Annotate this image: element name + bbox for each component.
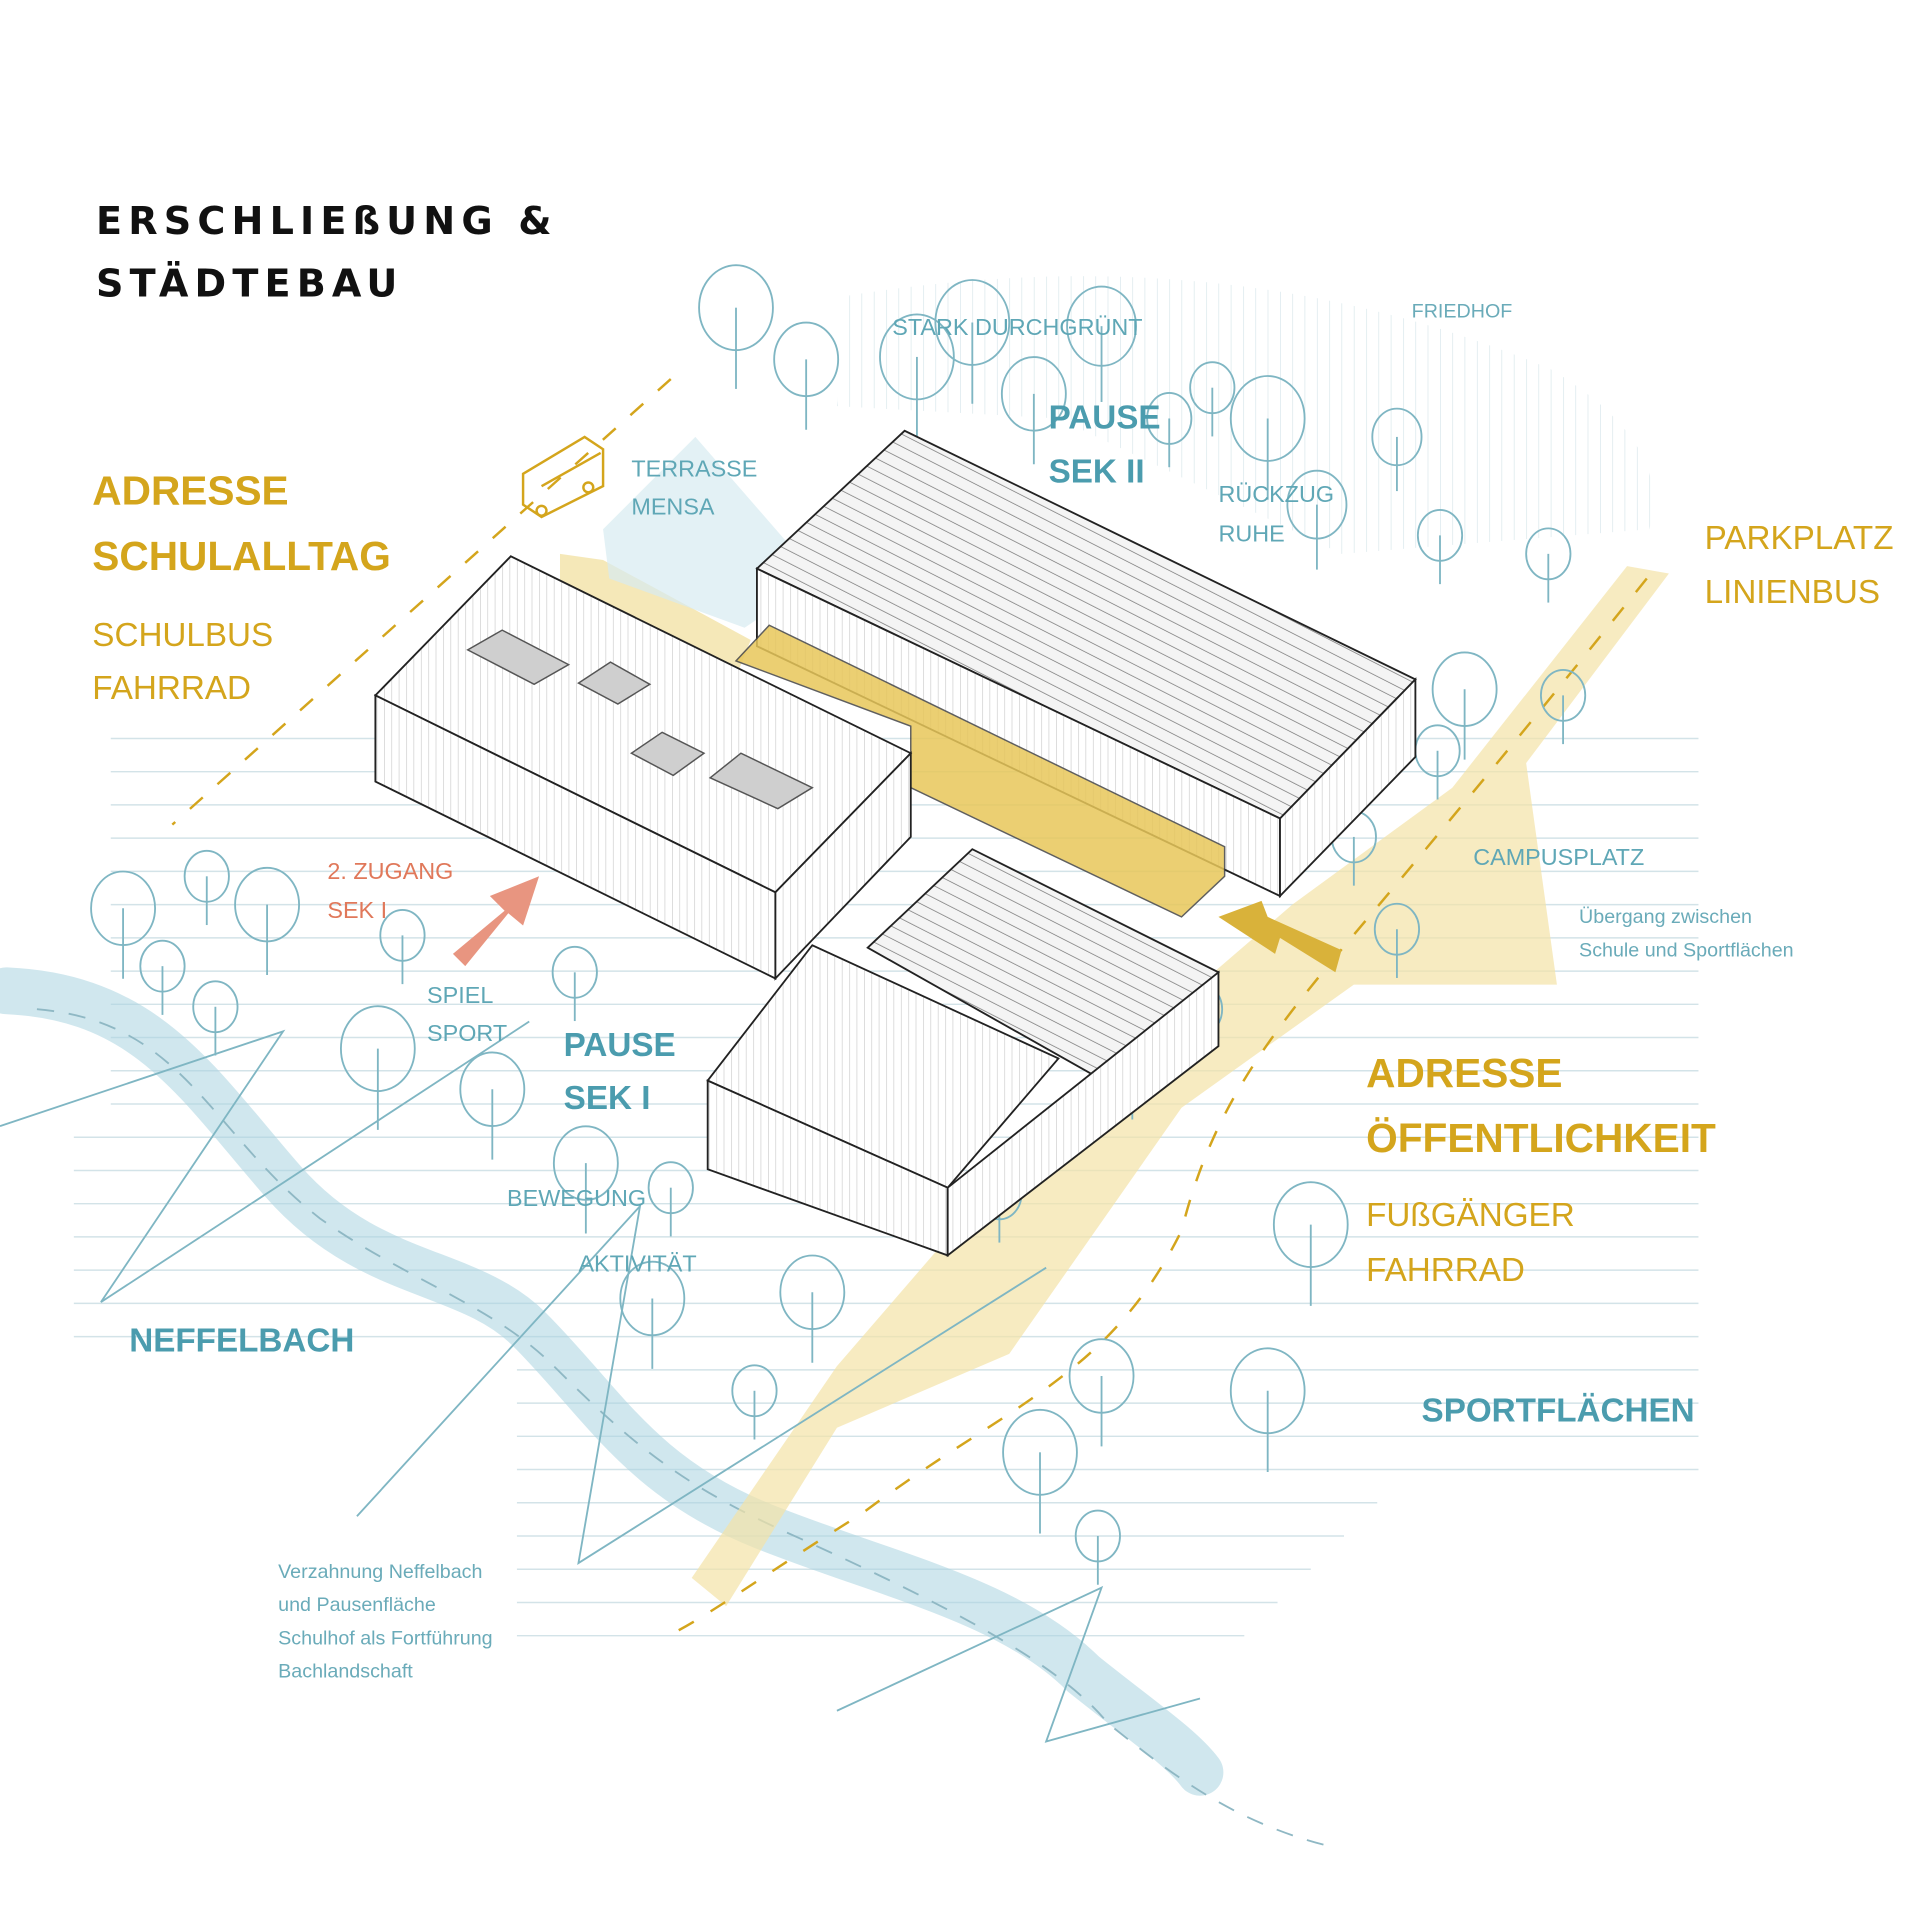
schulbus-route	[171, 378, 672, 826]
tree-icon	[934, 279, 1011, 404]
school-address-band	[560, 553, 751, 671]
label-pause-sek2: PAUSE	[1049, 399, 1161, 436]
label-verzahnung-2: und Pausenfläche	[278, 1594, 436, 1616]
tree-icon	[1074, 1509, 1121, 1585]
tree-icon	[647, 1161, 694, 1237]
label-adresse-oeffentlichkeit: ADRESSE	[1366, 1050, 1562, 1096]
tree-icon	[773, 321, 840, 430]
tree-icon	[183, 849, 230, 926]
tree-icon	[698, 264, 774, 389]
label-rueckzug: RÜCKZUG	[1218, 481, 1334, 507]
label-ruhe: RUHE	[1218, 521, 1284, 547]
label-uebergang: Übergang zwischen	[1579, 906, 1752, 928]
tree-icon	[551, 945, 598, 1022]
tree-icon	[1068, 1338, 1135, 1447]
label-adresse-oeffentlichkeit-2: ÖFFENTLICHKEIT	[1366, 1115, 1716, 1161]
label-friedhof: FRIEDHOF	[1412, 301, 1513, 323]
tree-icon	[1066, 285, 1137, 402]
bus-icon	[521, 435, 605, 519]
arrow-icon	[452, 876, 540, 967]
label-pause-sek1: PAUSE	[564, 1027, 676, 1064]
river-dashed-line	[36, 1008, 1330, 1848]
tree-icon	[340, 1005, 416, 1130]
neffelbach-river	[0, 967, 1224, 1796]
label-bewegung: BEWEGUNG	[507, 1185, 646, 1211]
tree-icon	[1286, 469, 1348, 570]
tree-icon	[731, 1364, 778, 1440]
label-adresse-schulalltag: ADRESSE	[92, 468, 288, 514]
tree-icon	[779, 1254, 846, 1363]
label-verzahnung: Verzahnung Neffelbach	[278, 1561, 482, 1583]
public-route	[670, 577, 1648, 1636]
tree-icon	[90, 870, 156, 979]
tree-icon	[619, 1260, 686, 1369]
building-left	[373, 555, 913, 981]
label-terrasse: TERRASSE	[631, 455, 757, 481]
friedhof-grid-area	[836, 276, 1654, 554]
tree-icon	[234, 866, 300, 976]
tree-icon	[1229, 1347, 1306, 1472]
label-zugang-sek1: SEK I	[327, 897, 387, 923]
label-aktivitaet: AKTIVITÄT	[578, 1250, 696, 1276]
label-zugang: 2. ZUGANG	[327, 858, 453, 884]
page-title: ERSCHLIEßUNG &	[96, 199, 558, 243]
tree-icon	[552, 1125, 619, 1234]
tree-icon	[459, 1051, 526, 1160]
tree-icon	[379, 908, 426, 985]
label-neffelbach: NEFFELBACH	[129, 1322, 354, 1359]
label-fahrrad: FAHRRAD	[92, 670, 251, 707]
tree-icon	[1431, 651, 1498, 760]
label-uebergang-2: Schule und Sportflächen	[1579, 939, 1794, 961]
tree-icon	[1525, 527, 1572, 603]
tree-icon	[139, 939, 186, 1015]
label-campusplatz: CAMPUSPLATZ	[1473, 844, 1644, 870]
label-linienbus: LINIENBUS	[1705, 574, 1880, 611]
label-stark-durchgruent: STARK DURCHGRÜNT	[892, 314, 1142, 340]
label-sportflaechen: SPORTFLÄCHEN	[1422, 1393, 1695, 1430]
page-title-line2: STÄDTEBAU	[96, 262, 404, 306]
tree-icon	[1272, 1181, 1349, 1306]
label-schulbus: SCHULBUS	[92, 617, 273, 654]
tree-icon	[1229, 375, 1306, 500]
public-address-band	[691, 566, 1669, 1607]
label-sport: SPORT	[427, 1020, 507, 1046]
tree-icon	[1416, 508, 1464, 585]
tree-icon	[1373, 902, 1420, 978]
tree-icon	[1002, 1408, 1078, 1534]
label-verzahnung-4: Bachlandschaft	[278, 1661, 413, 1683]
label-pause-sek2-2: SEK II	[1049, 453, 1145, 490]
arrow-icon	[1218, 900, 1342, 973]
tree-icon	[1189, 361, 1236, 437]
label-adresse-schulalltag-2: SCHULALLTAG	[92, 533, 391, 579]
label-fussgaenger: FUßGÄNGER	[1366, 1197, 1575, 1234]
label-mensa: MENSA	[631, 493, 715, 519]
tree-icon	[1146, 392, 1193, 468]
label-parkplatz: PARKPLATZ	[1705, 520, 1894, 557]
label-verzahnung-3: Schulhof als Fortführung	[278, 1627, 493, 1649]
landscape-triangles	[0, 1020, 1201, 1743]
tree-icon	[192, 980, 239, 1056]
tree-icon	[1540, 668, 1587, 745]
building-connector	[734, 624, 1226, 918]
label-fahrrad-2: FAHRRAD	[1366, 1252, 1525, 1289]
tree-icon	[1371, 407, 1423, 492]
tree-icon	[1000, 356, 1067, 465]
label-pause-sek1-2: SEK I	[564, 1080, 651, 1117]
tree-icon	[879, 313, 955, 439]
building-gym	[706, 848, 1221, 1258]
label-spiel: SPIEL	[427, 982, 493, 1008]
